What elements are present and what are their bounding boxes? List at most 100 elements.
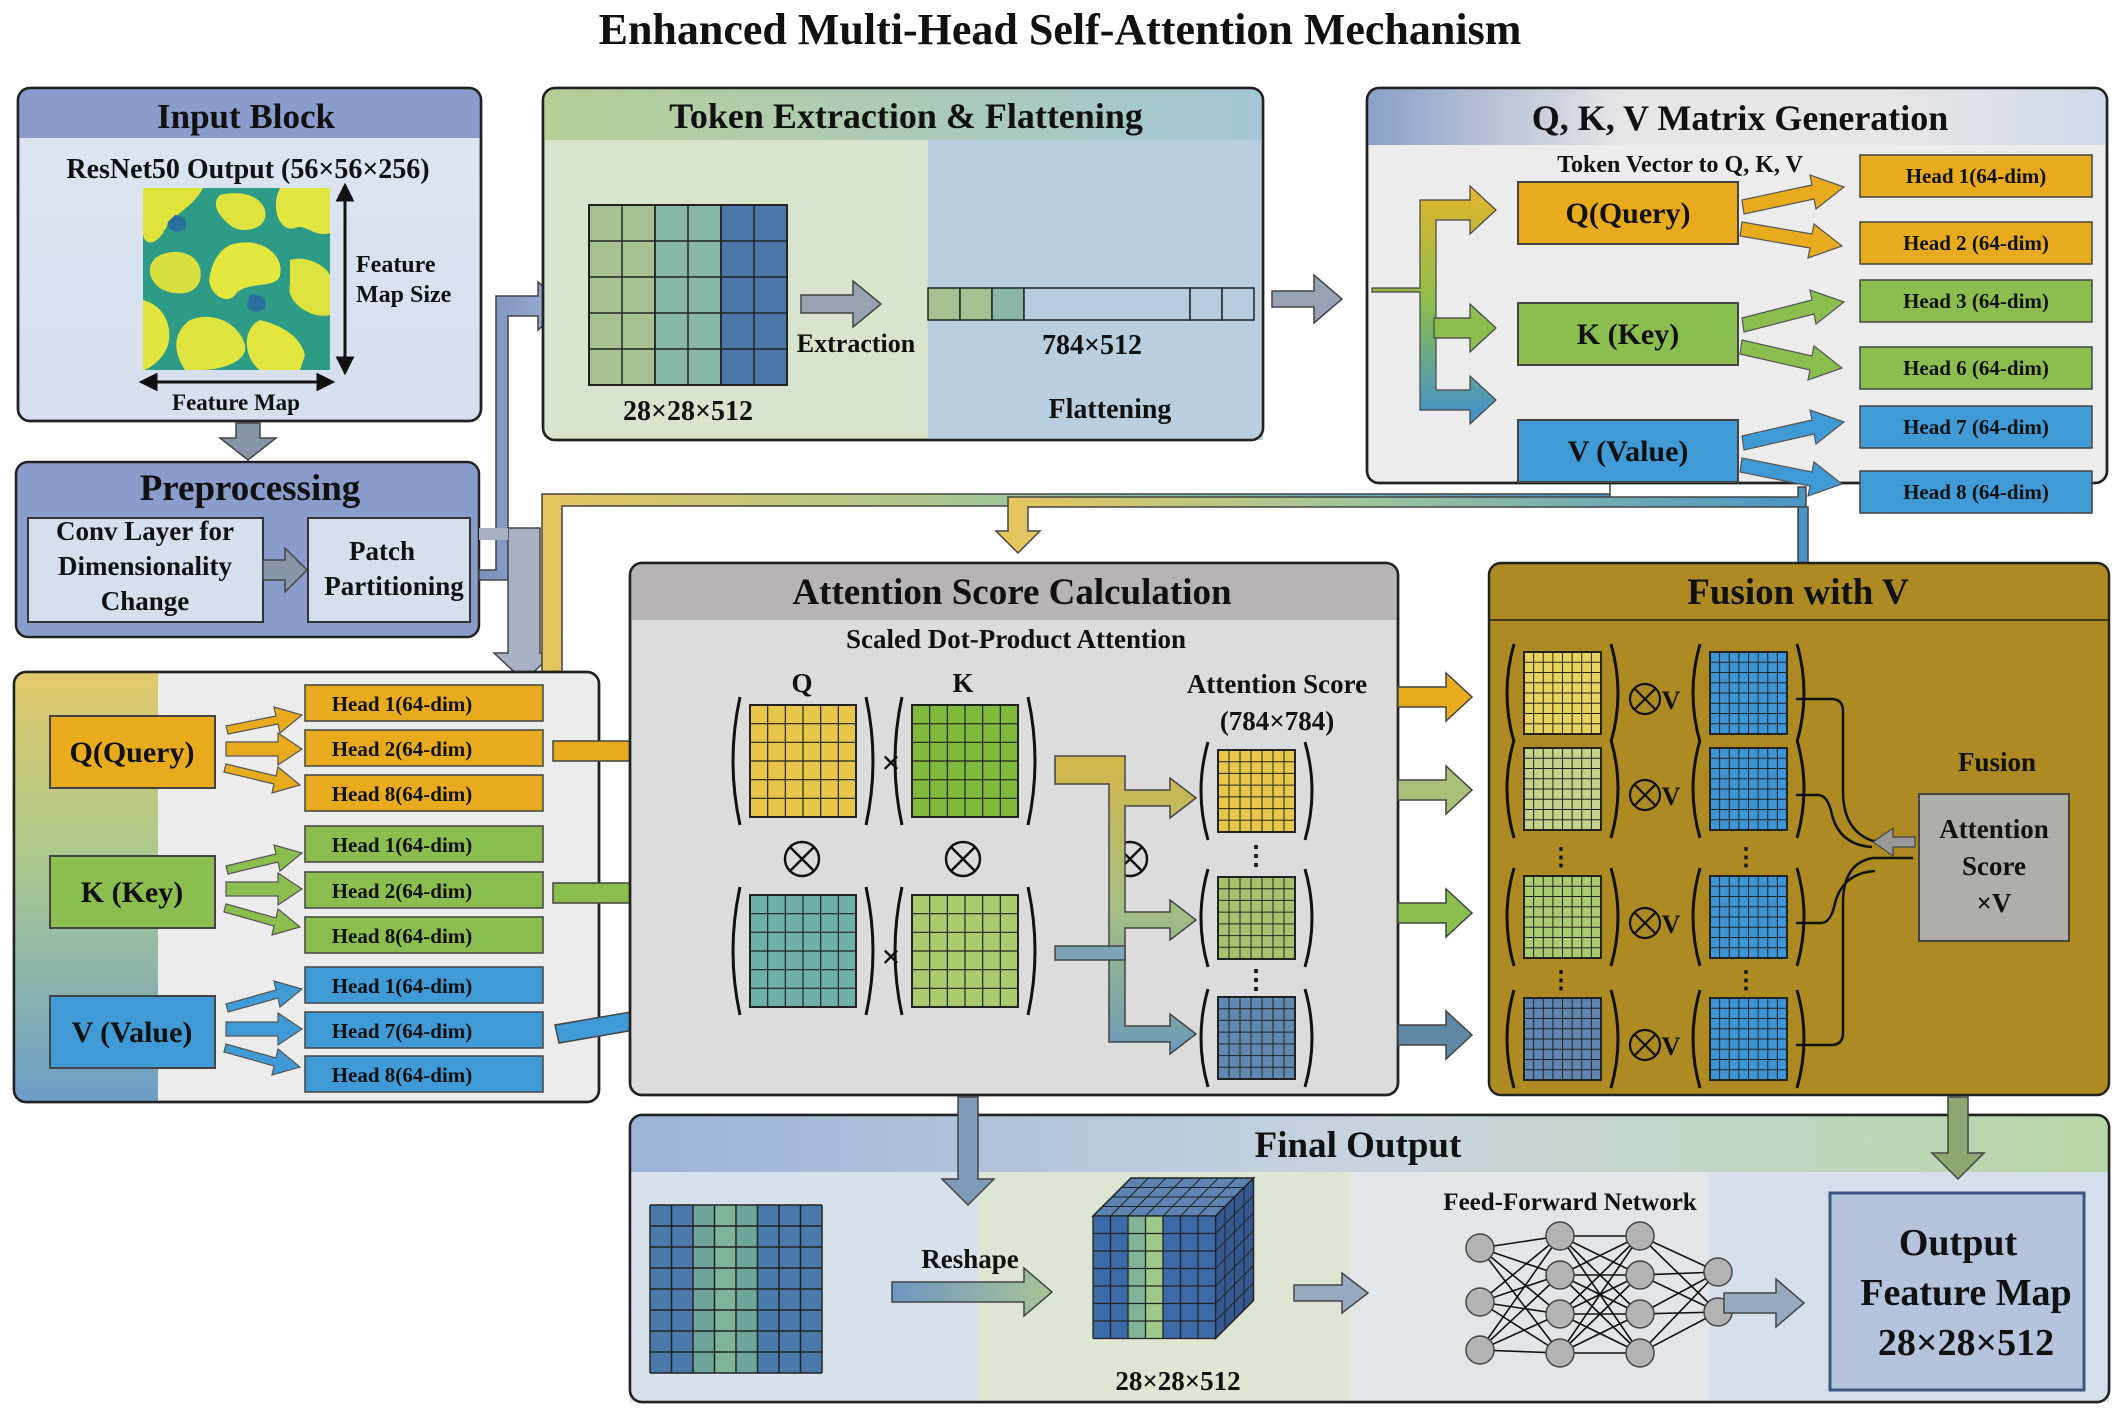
output-line3: 28×28×512 (1878, 1322, 2054, 1364)
qkv-q-label: Q(Query) (1566, 197, 1691, 230)
qkv-k-box (1517, 302, 1739, 366)
matrix-grid (911, 704, 1019, 818)
score-branch-arrows (1054, 755, 1198, 1056)
fusion-box-line3: ×V (1977, 888, 2012, 918)
fusion-box-line2: Score (1962, 851, 2026, 881)
bracket-left (1505, 989, 1516, 1089)
attention-score-label: Attention Score (1187, 669, 1367, 699)
arrow-cube-to-ffn (1293, 1271, 1370, 1315)
matrix-grid (1523, 875, 1602, 959)
bracket-left (1199, 741, 1210, 841)
fusion-matrices (1505, 643, 1806, 1089)
qkv-head-label: Head 7 (64-dim) (1903, 415, 2049, 439)
heads-q-label: Q(Query) (70, 736, 195, 769)
bracket-right (864, 886, 875, 1016)
attention-k-label: K (952, 668, 973, 698)
head-label: Head 7(64-dim) (332, 1019, 473, 1043)
feature-map-size-arrow (138, 182, 355, 392)
token-grid-label: 28×28×512 (623, 396, 753, 427)
bracket-left (1199, 988, 1210, 1088)
token-grid-28x28x512 (588, 204, 788, 386)
token-extraction-block: Token Extraction & Flattening 28×28×512 … (541, 86, 1265, 442)
heads-q-list: Head 1(64-dim) Head 2(64-dim) Head 8(64-… (304, 684, 544, 812)
attention-q-label: Q (791, 668, 812, 698)
input-block: Input Block ResNet50 Output (56×56×256) (16, 86, 483, 423)
ffn-node (1625, 1260, 1655, 1290)
extraction-arrow (800, 279, 883, 329)
qkv-q-box (1517, 181, 1739, 245)
qkv-subtitle: Token Vector to Q, K, V (1557, 152, 1803, 178)
output-line1: Output (1899, 1222, 2018, 1264)
bracket-right (1026, 886, 1037, 1016)
fusion-ellipsis-3: ⋮ (1549, 968, 1573, 994)
matrix-grid (1709, 747, 1788, 831)
bracket-right (1303, 741, 1314, 841)
arrow-attention-to-final (940, 1096, 996, 1207)
bracket-right (1303, 988, 1314, 1088)
ffn-node (1625, 1299, 1655, 1329)
bracket-right (1303, 868, 1314, 968)
final-output-grid (649, 1204, 823, 1374)
fusion-otimes-icons (1628, 682, 1662, 1062)
reshaped-cube (1091, 1176, 1256, 1341)
attention-matrices (731, 696, 1314, 1088)
matrix-grid (1217, 876, 1296, 960)
ffn-node (1703, 1257, 1733, 1287)
attention-score-dim: (784×784) (1220, 706, 1334, 736)
ffn-node (1625, 1338, 1655, 1368)
connector-preprocessing-to-heads (479, 527, 556, 683)
fusion-box-line1: Attention (1939, 814, 2049, 844)
fusion-label: Fusion (1958, 747, 2036, 777)
ffn-node (1545, 1260, 1575, 1290)
flattened-vector (927, 287, 1255, 321)
head-label: Head 1(64-dim) (332, 974, 473, 998)
arrows-attention-to-fusion (1397, 671, 1474, 1061)
fusion-ellipsis-2: ⋮ (1734, 845, 1758, 871)
bracket-right (1609, 867, 1620, 967)
ffn-node (1545, 1221, 1575, 1251)
attention-score-block: Attention Score Calculation Scaled Dot-P… (628, 561, 1400, 1097)
matrix-grid (1523, 747, 1602, 831)
head-label: Head 8(64-dim) (332, 1063, 473, 1087)
feed-forward-network-icon (1465, 1221, 1733, 1368)
arrow-ffn-to-output (1723, 1277, 1806, 1329)
heads-panel: Q(Query) K (Key) V (Value) Head 1(64-dim… (12, 670, 601, 1104)
bracket-right (864, 696, 875, 826)
reshape-label: Reshape (921, 1244, 1019, 1274)
ffn-label: Feed-Forward Network (1443, 1189, 1696, 1216)
input-block-subtitle: ResNet50 Output (56×56×256) (66, 154, 429, 185)
head-label: Head 2(64-dim) (332, 737, 473, 761)
bracket-left (1199, 868, 1210, 968)
fusion-arrow (1871, 826, 1916, 858)
qkv-generation-block: Q, K, V Matrix Generation Token Vector t… (1365, 86, 2109, 497)
fusion-v-label-2: V (1662, 782, 1681, 811)
qkv-head-label: Head 2 (64-dim) (1903, 231, 2049, 255)
bracket-right (1609, 643, 1620, 743)
bracket-left (893, 696, 904, 826)
head-label: Head 8(64-dim) (332, 924, 473, 948)
input-block-title: Input Block (157, 97, 336, 136)
bracket-right (1795, 643, 1806, 743)
times-sign-top: × (881, 745, 900, 782)
bracket-right (1026, 696, 1037, 826)
qkv-heads: Head 1(64-dim) Head 2 (64-dim) Head 3 (6… (1859, 154, 2093, 449)
fusion-result-box (1918, 793, 2070, 942)
fusion-v-label-3: V (1662, 910, 1681, 939)
attention-subtitle: Scaled Dot-Product Attention (846, 624, 1186, 654)
matrix-grid (1217, 996, 1296, 1080)
fusion-ellipsis-1: ⋮ (1549, 845, 1573, 871)
bracket-left (1505, 739, 1516, 839)
feature-map-image (143, 188, 330, 370)
ffn-node (1545, 1299, 1575, 1329)
qkv-head-label: Head 6 (64-dim) (1903, 356, 2049, 380)
matrix-grid (1217, 749, 1296, 833)
attention-title: Attention Score Calculation (792, 572, 1232, 613)
bracket-right (1795, 867, 1806, 967)
otimes-icons (783, 840, 1149, 878)
qkv-k-label: K (Key) (1577, 318, 1679, 351)
matrix-grid (749, 894, 857, 1008)
